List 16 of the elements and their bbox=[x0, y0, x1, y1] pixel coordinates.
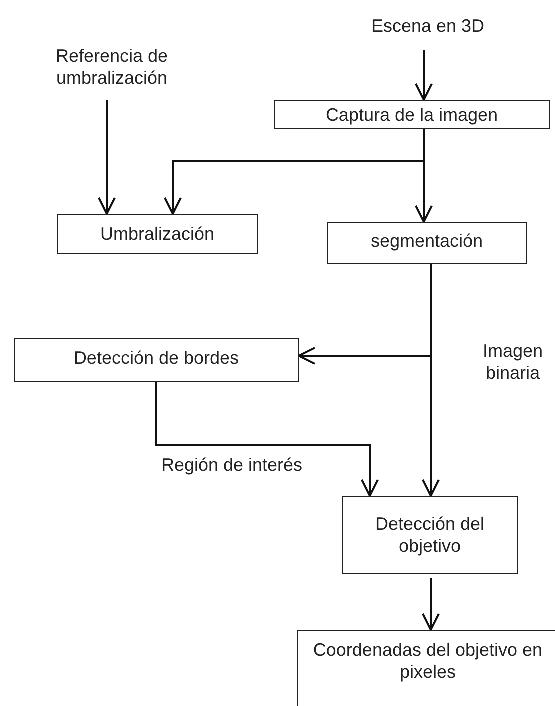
arrow bbox=[98, 100, 116, 215]
arrow bbox=[422, 264, 440, 497]
node-text: Referencia de umbralización bbox=[54, 45, 170, 89]
process-box: Detección del objetivo bbox=[342, 496, 518, 574]
process-box: Umbralización bbox=[57, 214, 258, 254]
node-text: Escena en 3D bbox=[371, 15, 485, 37]
arrow bbox=[415, 129, 433, 223]
edge-label: Imagen binaria bbox=[482, 340, 544, 384]
edge-label: Región de interés bbox=[160, 454, 304, 476]
process-box: segmentación bbox=[327, 222, 527, 264]
process-box: Coordenadas del objetivo en pixeles bbox=[297, 630, 555, 706]
process-box: Detección de bordes bbox=[14, 338, 299, 382]
arrow bbox=[422, 578, 440, 631]
process-box: Captura de la imagen bbox=[274, 100, 550, 129]
arrow bbox=[155, 382, 379, 497]
arrow bbox=[415, 50, 433, 101]
